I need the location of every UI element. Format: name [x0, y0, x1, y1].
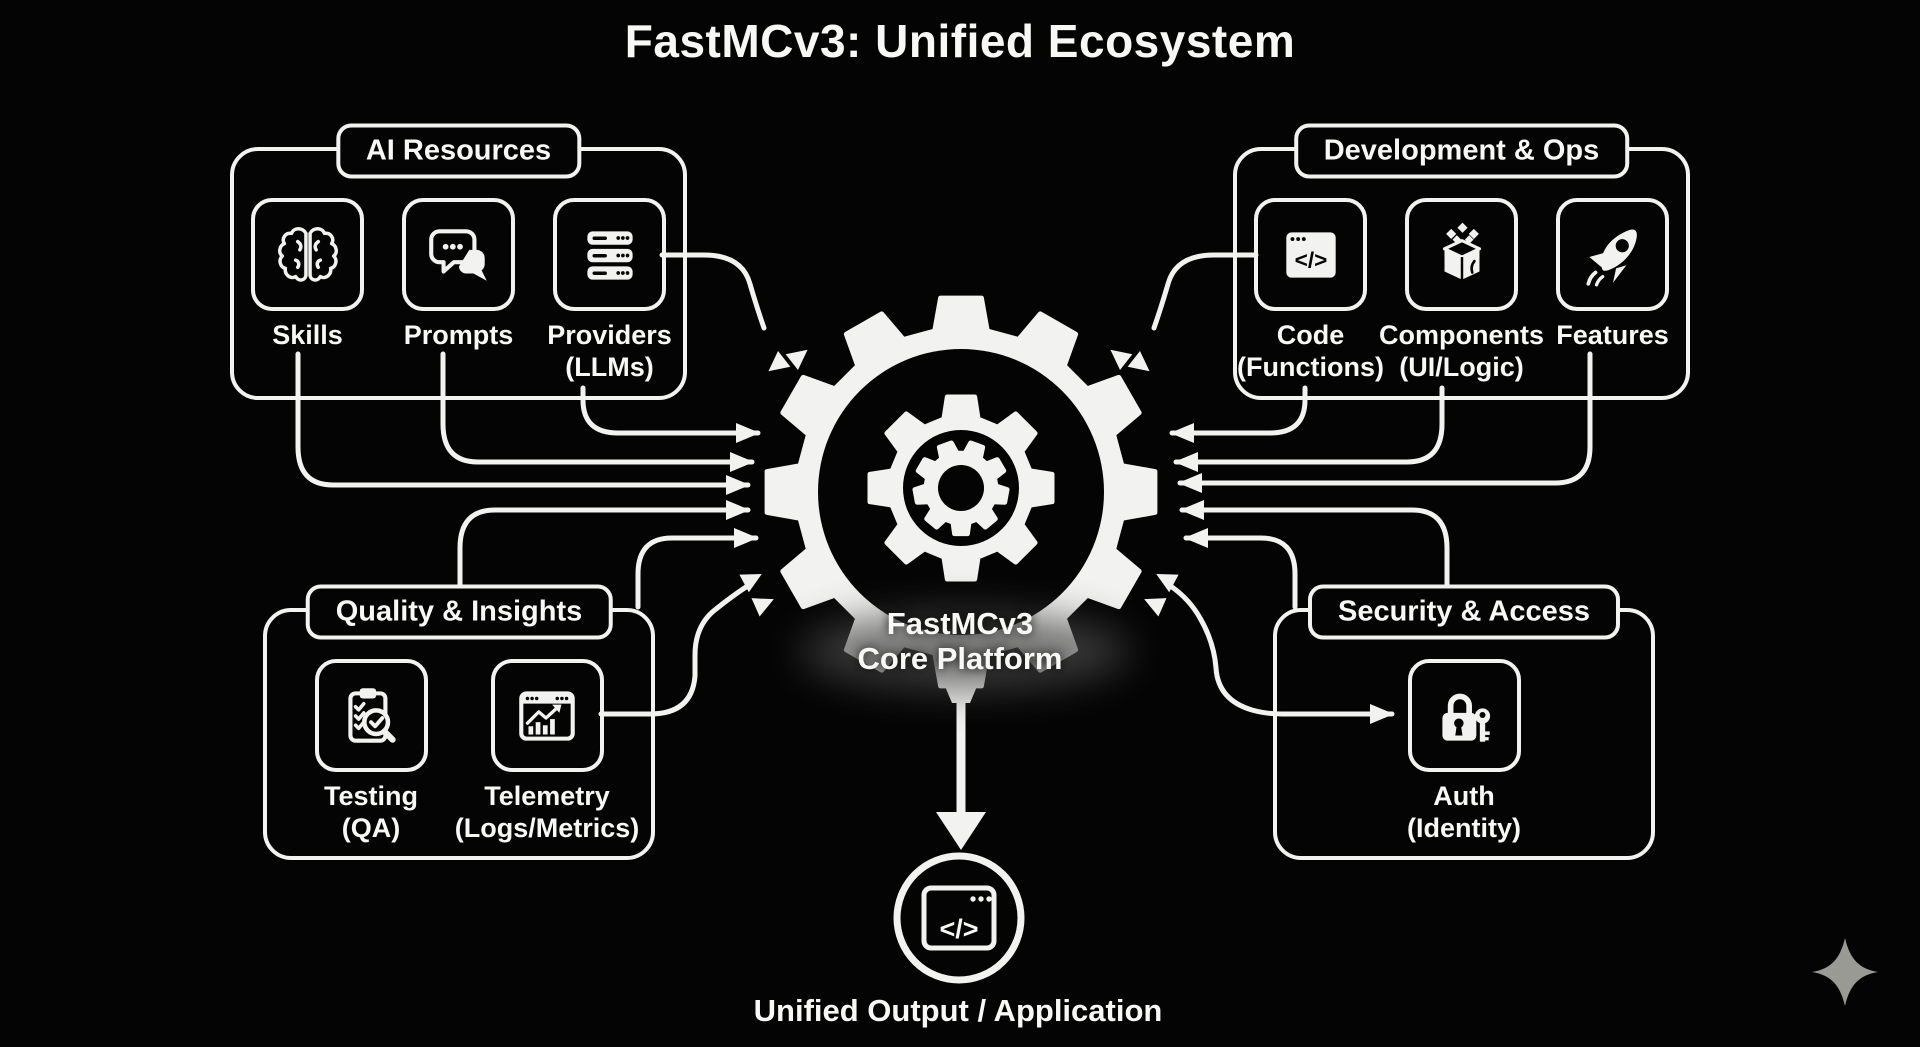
connector-dev-box-to-core: [1151, 252, 1259, 331]
tile-auth: [1407, 659, 1521, 772]
lock-key-icon: [1442, 693, 1491, 742]
tile-features: [1556, 198, 1669, 311]
node-sublabel: (QA): [341, 812, 401, 843]
output-label: Unified Output / Application: [753, 993, 1163, 1028]
connector-providers-to-core: [580, 385, 761, 443]
group-box-development-ops: Development & Ops </> Code (Functions): [1233, 123, 1690, 400]
node-features: Features: [1556, 198, 1670, 352]
connector-quality-pill-to-core: [457, 500, 751, 589]
node-label: Components: [1379, 320, 1544, 350]
node-label: Prompts: [403, 320, 514, 350]
node-prompts: Prompts: [402, 198, 516, 352]
group-box-quality-insights: Quality & Insights Testing (: [263, 584, 655, 860]
svg-text:</>: </>: [1294, 247, 1327, 272]
node-sublabel: (Logs/Metrics): [454, 812, 640, 843]
chat-bubbles-icon: [428, 228, 487, 281]
tile-testing: [314, 659, 428, 772]
connector-features-to-core: [1177, 351, 1593, 493]
code-window-icon: </>: [1285, 231, 1336, 278]
connector-security-box-to-core: [1183, 528, 1298, 610]
connector-skills-to-core: [295, 351, 751, 495]
core-arrowheads: [739, 349, 1179, 617]
group-label-security-access: Security & Access: [1307, 584, 1621, 640]
group-label-quality-insights: Quality & Insights: [305, 584, 613, 640]
connector-security-pill-to-core: [1179, 500, 1450, 589]
server-stack-icon: [586, 230, 633, 280]
node-components: Components (UI/Logic): [1379, 198, 1544, 384]
node-sublabel: (LLMs): [565, 351, 654, 382]
connector-telemetry-to-core: [598, 584, 749, 717]
connector-prompts-to-core: [440, 351, 755, 472]
node-label: Providers: [547, 320, 672, 350]
group-label-development-ops: Development & Ops: [1293, 123, 1630, 179]
tile-providers: [553, 198, 666, 311]
tile-telemetry: [490, 659, 604, 772]
clipboard-check-icon: [348, 687, 396, 743]
component-cube-icon: [1442, 222, 1481, 280]
svg-text:</>: </>: [939, 914, 978, 944]
node-telemetry: Telemetry (Logs/Metrics): [455, 659, 639, 845]
group-box-security-access: Security & Access Auth: [1273, 584, 1655, 860]
node-label: Testing: [324, 781, 418, 811]
output-app-icon: </>: [893, 852, 1025, 984]
node-code: </> Code (Functions): [1237, 198, 1384, 384]
node-providers: Providers (LLMs): [547, 198, 672, 384]
core-gear-icon: [764, 295, 1158, 689]
connector-code-to-core: [1169, 385, 1308, 443]
page-title: FastMCv3: Unified Ecosystem: [624, 15, 1296, 67]
tile-components: [1405, 198, 1518, 311]
core-text-glow: [800, 612, 1130, 690]
chart-window-icon: [519, 690, 575, 741]
group-label-ai-resources: AI Resources: [335, 123, 582, 179]
tile-code: </>: [1254, 198, 1367, 311]
connector-components-to-core: [1173, 385, 1445, 472]
tile-skills: [251, 198, 364, 311]
connector-ai-box-to-core: [659, 252, 767, 331]
node-testing: Testing (QA): [314, 659, 428, 845]
connector-quality-box-to-core: [635, 528, 759, 610]
output-arrow: [936, 684, 986, 850]
node-auth: Auth (Identity): [1407, 659, 1521, 845]
brain-icon: [277, 226, 338, 282]
node-label: Telemetry: [484, 781, 610, 811]
node-sublabel: (Functions): [1237, 351, 1384, 382]
rocket-icon: [1585, 229, 1637, 286]
node-sublabel: (Identity): [1407, 812, 1521, 843]
sparkle-icon: [1812, 938, 1878, 1006]
node-skills: Skills: [251, 198, 365, 352]
tile-prompts: [402, 198, 515, 311]
node-label: Code: [1276, 320, 1345, 350]
core-label-line2: Core Platform: [857, 641, 1063, 677]
node-label: Auth: [1433, 781, 1495, 811]
node-sublabel: (UI/Logic): [1399, 351, 1524, 382]
core-platform-label: FastMCv3 Core Platform: [760, 606, 1160, 677]
core-label-line1: FastMCv3: [886, 606, 1034, 641]
node-label: Skills: [272, 320, 343, 350]
connector-core-to-auth: [1169, 584, 1395, 724]
node-label: Features: [1556, 320, 1669, 350]
group-box-ai-resources: AI Resources Skills: [230, 123, 687, 400]
